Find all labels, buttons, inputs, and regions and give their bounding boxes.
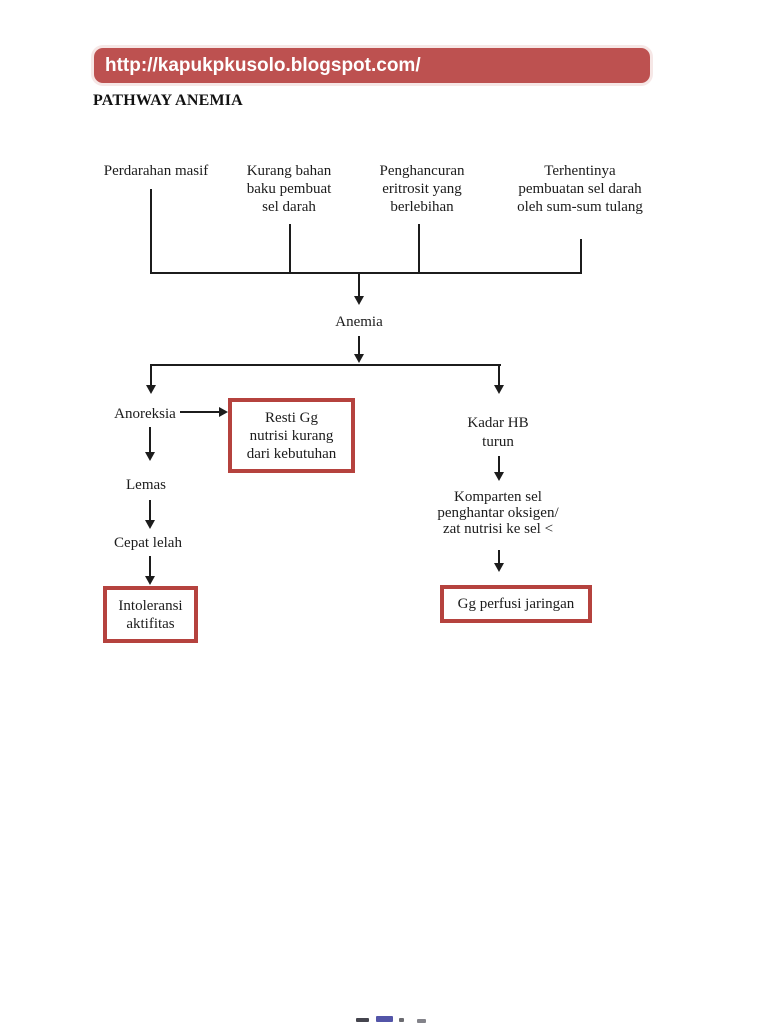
url-banner: http://kapukpkusolo.blogspot.com/ (94, 48, 650, 83)
connector-stub-2 (289, 224, 291, 274)
anoreksia-to-box-head (219, 407, 228, 417)
connector-gather-line (150, 272, 582, 274)
cause-node-perdarahan: Perdarahan masif (103, 163, 209, 179)
cepat-lelah-node: Cepat lelah (114, 535, 182, 551)
connector-stub-3 (418, 224, 420, 274)
cause-node-penghancuran: Penghancuran eritrosit yang berlebihan (379, 163, 465, 215)
anoreksia-to-box-line (180, 411, 219, 413)
left-branch-drop-head (146, 385, 156, 394)
komparten-to-box-head (494, 563, 504, 572)
kadar-to-komparten-head (494, 472, 504, 481)
cause-node-terhentinya: Terhentinya pembuatan sel darah oleh sum… (517, 163, 643, 215)
anemia-node: Anemia (335, 314, 383, 330)
intoleransi-box: Intoleransi aktifitas (103, 586, 198, 643)
arrow-to-anemia-head (354, 296, 364, 305)
komparten-to-box-line (498, 550, 500, 563)
lemas-to-cepat-head (145, 520, 155, 529)
page-title: PATHWAY ANEMIA (93, 92, 243, 109)
kadar-to-komparten-line (498, 456, 500, 472)
lemas-node: Lemas (126, 477, 166, 493)
clipped-text-fragment (376, 1016, 393, 1022)
url-banner-text: http://kapukpkusolo.blogspot.com/ (105, 55, 421, 76)
branch-line (150, 364, 501, 366)
resti-gg-box: Resti Gg nutrisi kurang dari kebutuhan (228, 398, 355, 473)
clipped-text-fragment (356, 1018, 369, 1022)
cause-node-kurang-bahan: Kurang bahan baku pembuat sel darah (246, 163, 332, 215)
arrow-from-anemia-head (354, 354, 364, 363)
komparten-node: Komparten sel penghantar oksigen/ zat nu… (437, 489, 559, 537)
cepat-to-box-line (149, 556, 151, 576)
arrow-to-anemia-line (358, 274, 360, 296)
right-branch-drop-line (498, 366, 500, 385)
right-branch-drop-head (494, 385, 504, 394)
anoreksia-to-lemas-head (145, 452, 155, 461)
connector-stub-1 (150, 189, 152, 274)
connector-stub-4 (580, 239, 582, 274)
kadar-hb-node: Kadar HB turun (467, 415, 529, 450)
clipped-text-fragment (399, 1018, 404, 1022)
anoreksia-node: Anoreksia (114, 406, 176, 422)
arrow-from-anemia-line (358, 336, 360, 354)
cepat-to-box-head (145, 576, 155, 585)
anoreksia-to-lemas-line (149, 427, 151, 452)
clipped-text-fragment (417, 1019, 426, 1023)
lemas-to-cepat-line (149, 500, 151, 520)
left-branch-drop-line (150, 366, 152, 385)
gg-perfusi-box: Gg perfusi jaringan (440, 585, 592, 623)
